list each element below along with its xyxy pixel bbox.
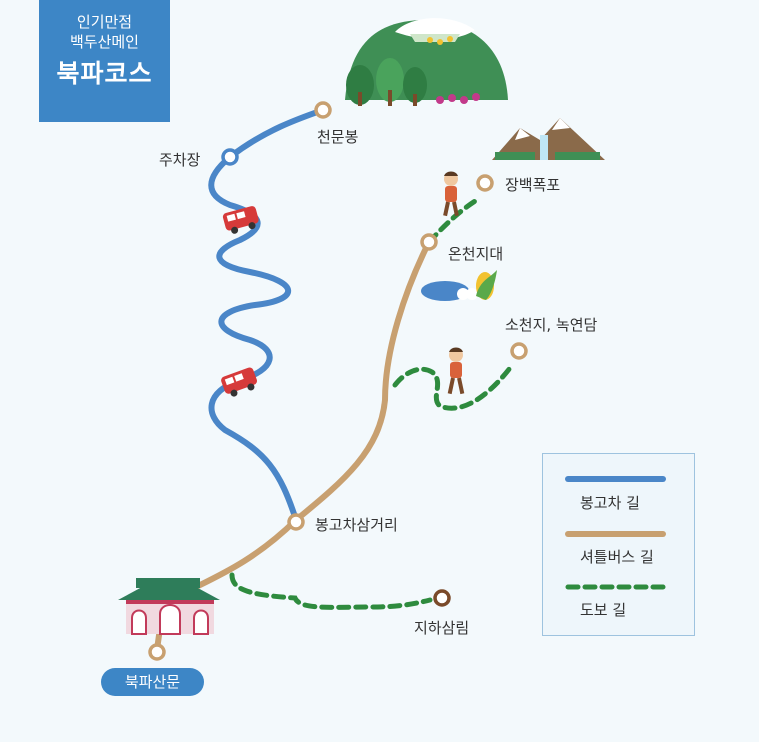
node-junction[interactable] <box>287 513 305 531</box>
walk-route-socheonji <box>392 365 513 411</box>
bongo-route <box>208 107 326 523</box>
legend-bongo-label: 봉고차 길 <box>580 494 640 512</box>
label-parking: 주차장 <box>159 151 201 169</box>
walk-route-forest <box>229 572 433 610</box>
gate-building-icon <box>118 578 220 635</box>
legend-shuttle-label: 셔틀버스 길 <box>580 548 654 566</box>
label-junction: 봉고차삼거리 <box>315 516 398 534</box>
label-socheonji: 소천지, 녹연담 <box>505 316 598 334</box>
title-line2: 백두산메인 <box>69 33 139 51</box>
title-course-name: 북파코스 <box>56 59 153 88</box>
node-gate[interactable] <box>148 643 166 661</box>
course-title-box: 인기만점 백두산메인 북파코스 <box>39 0 170 122</box>
node-oncheon[interactable] <box>420 233 438 251</box>
hiker-icon <box>443 171 459 217</box>
node-parking[interactable] <box>221 148 239 166</box>
label-oncheon: 온천지대 <box>448 245 504 263</box>
node-socheonji[interactable] <box>510 342 528 360</box>
hiker-icon <box>447 347 465 395</box>
label-jangbaek-falls: 장백폭포 <box>505 176 561 194</box>
waterfall-illustration <box>492 118 605 160</box>
node-cheonmunbong[interactable] <box>314 101 332 119</box>
mountain-illustration <box>345 18 508 106</box>
label-jiha-forest: 지하삼림 <box>414 619 470 637</box>
node-jangbaek-falls[interactable] <box>476 174 494 192</box>
label-cheonmunbong: 천문봉 <box>317 128 359 146</box>
gate-label-pill: 북파산문 <box>101 668 204 696</box>
node-jiha-forest[interactable] <box>433 589 451 607</box>
bongo-van-icon <box>222 206 259 234</box>
title-line1: 인기만점 <box>76 13 133 31</box>
legend-walk-label: 도보 길 <box>580 601 627 619</box>
route-legend: 봉고차 길 셔틀버스 길 도보 길 <box>542 453 695 636</box>
bongo-van-icon <box>221 367 257 397</box>
hotspring-illustration <box>421 270 497 301</box>
